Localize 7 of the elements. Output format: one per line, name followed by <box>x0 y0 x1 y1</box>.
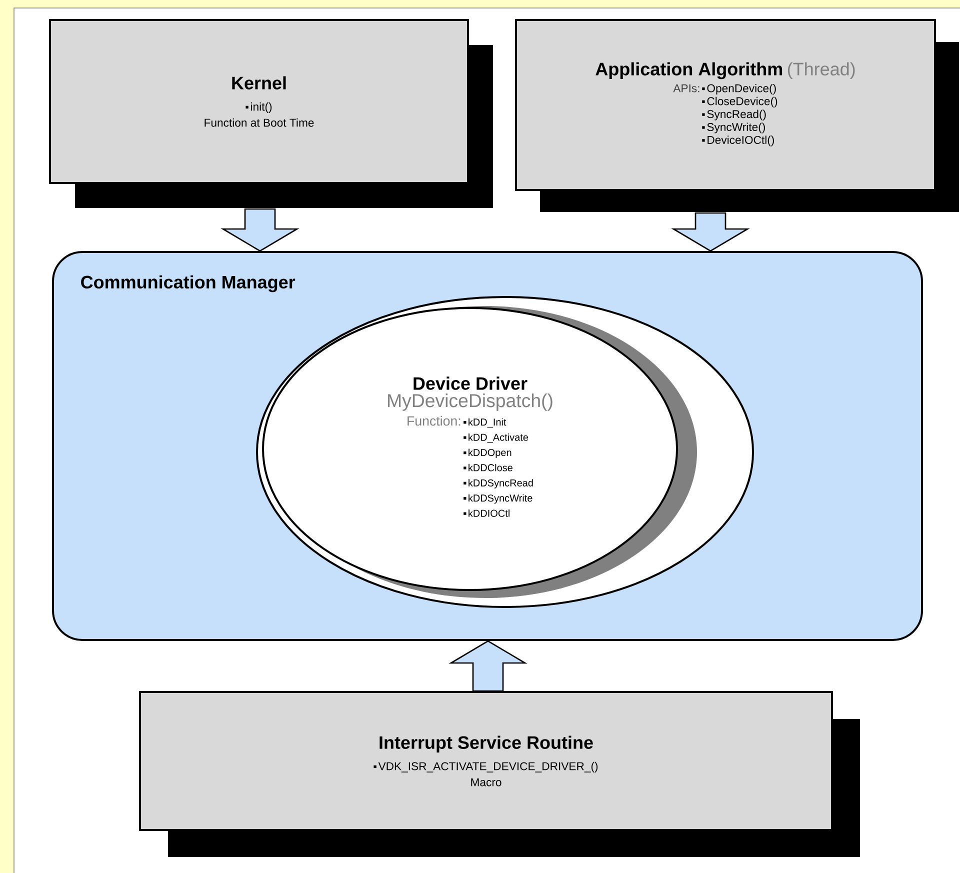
ellipse-drawing: Device Driver MyDeviceDispatch() Function: kDD_Init kDD_Activate kDDOpen kDDClose kDDSyncRead kDDSyncWrite kDDIOCtl <box>256 296 754 608</box>
process-box: Application Algorithm (Thread) APIs: OpenDevice() CloseDevice() SyncRead() SyncWrite() DeviceIOCtl() <box>515 19 959 212</box>
block-arrow <box>220 208 300 252</box>
block-arrow <box>448 640 528 692</box>
process-box: Interrupt Service Routine VDK_ISR_ACTIVATE_DEVICE_DRIVER_() Macro <box>139 691 860 857</box>
process-box: Kernel init() Function at Boot Time <box>49 19 493 208</box>
block-arrow <box>671 212 750 252</box>
